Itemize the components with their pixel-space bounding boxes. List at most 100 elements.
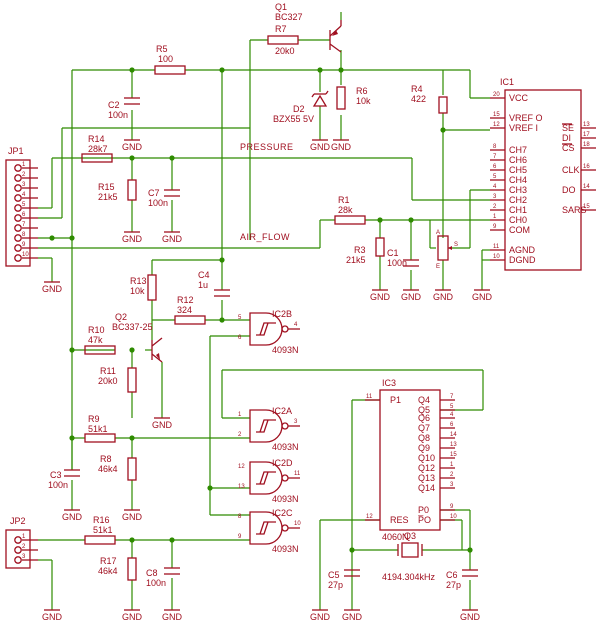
ic1-pin-number: 11	[493, 244, 500, 250]
ground-symbol: GND	[122, 139, 143, 152]
jp1-pin-number: 5	[22, 202, 26, 208]
ic3-pin-number: 10	[450, 514, 457, 520]
pot-a-label: A	[436, 230, 440, 236]
resistor-r13: R13 10k	[130, 274, 157, 301]
gate-pin-number: 3	[294, 419, 298, 425]
resistor-r17: R17 46k4	[98, 556, 137, 581]
c7-val: 100n	[148, 198, 168, 208]
resistor-r5: R5 100	[154, 44, 186, 75]
ground-symbol: GND	[401, 289, 422, 302]
r13-ref: R13	[130, 276, 147, 286]
jp2-pin-group: 123	[14, 534, 38, 564]
gate-val: 4093N	[272, 345, 299, 355]
capacitor-c2: C2 100n	[108, 97, 140, 120]
ic3-pin-label: P0	[418, 505, 429, 515]
ground-symbol: GND	[122, 231, 143, 244]
ic1-pin-label: VREF O	[509, 113, 543, 123]
c7-ref: C7	[148, 188, 160, 198]
r14-val: 28k7	[88, 144, 108, 154]
ground-symbol: GND	[42, 281, 63, 294]
net-air-flow: AIR_FLOW	[240, 232, 290, 242]
r8-ref: R8	[100, 454, 112, 464]
ic1-pin-label: VREF I	[509, 123, 538, 133]
ground-label: GND	[62, 512, 83, 522]
ground-symbol: GND	[162, 609, 183, 622]
jp1-pin-number: 1	[22, 162, 26, 168]
gate-pin-number: 6	[238, 335, 242, 341]
ic3-pin-label: Q4	[418, 395, 430, 405]
resistor-r14: R14 28k7	[81, 134, 113, 163]
r11-val: 20k0	[98, 376, 118, 386]
ic3-pin-label: Q14	[418, 483, 435, 493]
ic3-pin-label: Q10	[418, 453, 435, 463]
pot-s-label: S	[454, 242, 458, 248]
c1-val: 100n	[387, 258, 407, 268]
ic1-pin-number: 6	[493, 164, 497, 170]
r16-ref: R16	[93, 515, 110, 525]
crystal-q3: Q3 4194.304kHz	[382, 531, 436, 582]
ic1-pin-label: AGND	[509, 245, 536, 255]
r10-ref: R10	[88, 325, 105, 335]
r4-ref: R4	[411, 84, 423, 94]
ic1-pin-label: CH0	[509, 215, 527, 225]
ic3-pin-label: RES	[390, 515, 409, 525]
ic3-pin-label: Q12	[418, 463, 435, 473]
jp1-pin-number: 4	[22, 192, 26, 198]
ic3-pin-number: 1	[450, 462, 454, 468]
r11-ref: R11	[100, 366, 116, 376]
ic3-pin-number: 13	[450, 442, 457, 448]
jp2-pin-number: 1	[22, 534, 26, 540]
ground-label: GND	[42, 284, 63, 294]
r9-val: 51k1	[88, 424, 108, 434]
resistor-r10: R10 47k	[84, 325, 116, 355]
ic3-pin-label: P1	[390, 395, 401, 405]
ground-label: GND	[331, 142, 352, 152]
ic3-pin-label: Q8	[418, 433, 430, 443]
resistor-r15: R15 21k5	[98, 179, 137, 202]
jp1-pin-number: 2	[22, 172, 26, 178]
ic1-pin-label: CH2	[509, 195, 527, 205]
ground-symbol: GND	[370, 289, 391, 302]
pot-e-label: E	[436, 264, 440, 270]
jp1-pin-number: 6	[22, 212, 26, 218]
ic1-pin-number: 8	[493, 144, 497, 150]
capacitor-c6: C6 27p	[446, 569, 478, 590]
gate-pin-number: 2	[238, 432, 242, 438]
ground-symbol: GND	[433, 289, 454, 302]
ic3-ref: IC3	[382, 378, 396, 388]
r14-ref: R14	[88, 134, 105, 144]
gate-ref: IC2A	[272, 406, 292, 416]
gate-val: 4093N	[272, 442, 299, 452]
r12-val: 324	[177, 305, 192, 315]
jp2-ref: JP2	[10, 516, 26, 526]
r6-ref: R6	[356, 86, 368, 96]
resistor-r1: R1 28k	[334, 195, 366, 225]
c3-ref: C3	[50, 470, 62, 480]
d2-ref: D2	[293, 104, 305, 114]
ic3-pin-label: Q13	[418, 473, 435, 483]
ic3-pin-number: 5	[450, 404, 454, 410]
ic1-pin-number: 20	[493, 92, 500, 98]
ic3-pin-number: 11	[366, 394, 373, 400]
ic3-pin-number: 4	[450, 412, 454, 418]
ic3-pin-number: 7	[450, 394, 454, 400]
potentiometer: A E S	[436, 230, 458, 270]
ground-label: GND	[122, 142, 143, 152]
ic3-pin-number: 3	[450, 482, 454, 488]
ic1-pin-number: 7	[493, 154, 497, 160]
ic1-pin-label: COM	[509, 225, 530, 235]
ic3-pin-number: 15	[450, 452, 457, 458]
ic3-pin-number: 9	[450, 504, 454, 510]
ic1-pin-number: 16	[583, 164, 590, 170]
ground-label: GND	[152, 420, 173, 430]
ic1-pin-number: 15	[493, 112, 500, 118]
ic3-pin-number: 14	[450, 432, 457, 438]
ic3-pin-label: Q7	[418, 423, 430, 433]
gate-ref: IC2D	[272, 458, 293, 468]
